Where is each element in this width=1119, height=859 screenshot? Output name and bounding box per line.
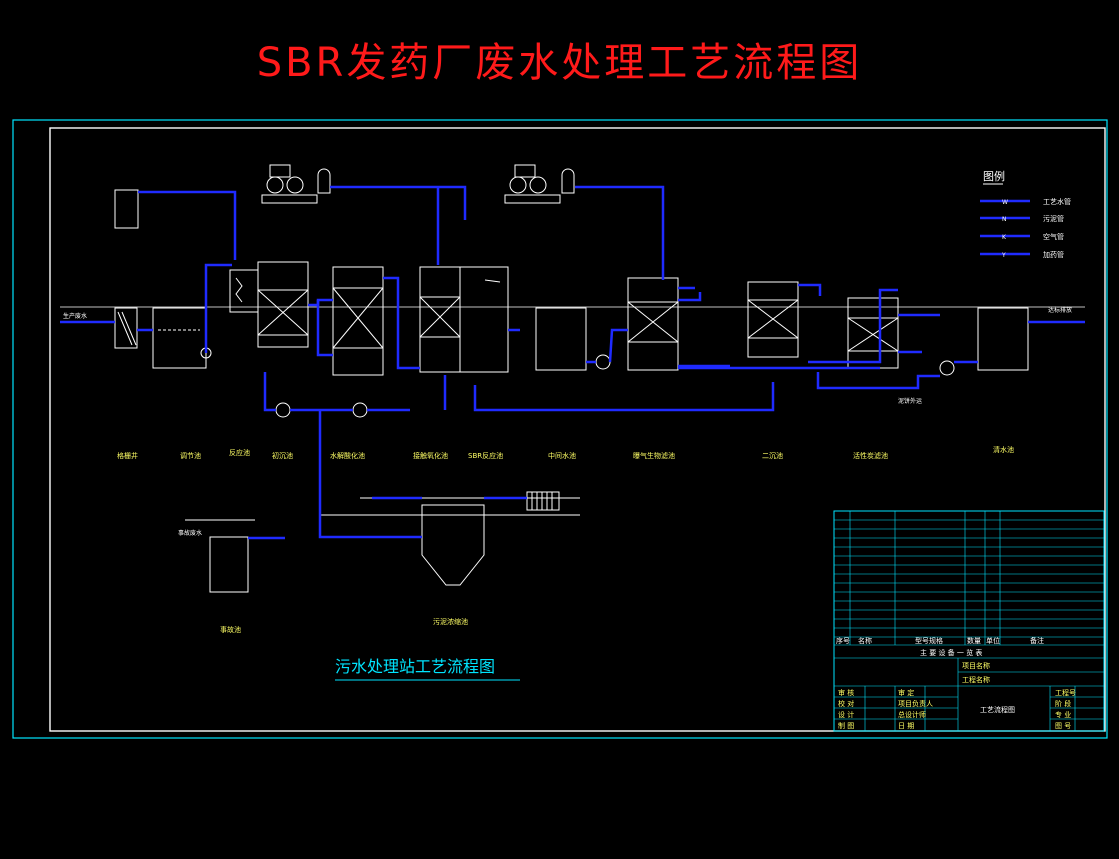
tank-clear-water — [977, 307, 1029, 371]
tank-contact-oxidation — [419, 266, 461, 373]
col-unit: 单位 — [986, 636, 1000, 645]
label-emergency: 事故池 — [220, 625, 241, 634]
svg-text:Y: Y — [1001, 252, 1006, 259]
role-project-lead: 项目负责人 — [898, 699, 933, 708]
col-name: 名称 — [858, 636, 872, 645]
page-title: SBR发药厂废水处理工艺流程图 — [256, 40, 863, 86]
field-stage: 阶 段 — [1055, 699, 1071, 708]
legend-label-air: 空气管 — [1043, 232, 1064, 241]
subtitle: 污水处理站工艺流程图 — [335, 657, 495, 676]
tank-primary-clarifier — [257, 261, 309, 348]
label-intermediate: 中间水池 — [548, 451, 576, 460]
label-sbr: SBR反应池 — [468, 451, 503, 460]
label-primary-clarifier: 初沉池 — [272, 451, 293, 460]
dosing-tank — [114, 189, 139, 229]
project-name: 项目名称 — [962, 661, 990, 670]
title-block: 序号 名称 型号规格 数量 单位 备注 主 要 设 备 一 览 表 项目名称 工… — [833, 510, 1105, 732]
tank-hydrolysis — [332, 266, 384, 376]
pipe-labels: 生产废水 事故废水 达标排放 泥饼外运 — [63, 306, 1072, 537]
tank-emergency — [209, 536, 249, 593]
drawing-name: 工艺流程图 — [980, 705, 1015, 714]
tank-baf — [627, 277, 679, 371]
unit-labels: 格栅井 调节池 反应池 初沉池 水解酸化池 接触氧化池 SBR反应池 中间水池 … — [117, 445, 1014, 634]
field-project-no: 工程号 — [1055, 688, 1076, 697]
pipelines — [60, 185, 1085, 540]
svg-text:N: N — [1002, 216, 1007, 223]
field-discipline: 专 业 — [1055, 710, 1071, 719]
label-hydrolysis: 水解酸化池 — [330, 451, 365, 460]
legend-label-dosing: 加药管 — [1043, 250, 1064, 259]
blowers — [261, 164, 575, 204]
legend: 图例 W 工艺水管 N 污泥管 K 空气管 Y 加药管 — [980, 169, 1071, 259]
role-approve: 审 定 — [898, 688, 914, 697]
label-carbon-filter: 活性炭滤池 — [853, 451, 888, 460]
outlet-label: 达标排放 — [1048, 306, 1072, 314]
legend-label-sludge: 污泥管 — [1043, 214, 1064, 223]
sludge-out-label: 泥饼外运 — [898, 397, 922, 405]
emergency-inlet-label: 事故废水 — [178, 529, 202, 537]
svg-text:K: K — [1002, 234, 1007, 241]
svg-text:W: W — [1002, 199, 1008, 206]
tank-sludge-thickener — [421, 504, 485, 586]
legend-heading: 图例 — [983, 169, 1005, 183]
legend-label-water: 工艺水管 — [1043, 197, 1071, 206]
col-remark: 备注 — [1030, 636, 1044, 645]
inner-frame — [49, 127, 1106, 732]
role-design: 设 计 — [838, 710, 854, 719]
tank-sbr — [459, 266, 509, 373]
tank-carbon-filter — [847, 297, 899, 369]
table-caption: 主 要 设 备 一 览 表 — [920, 648, 982, 657]
sub-project-name: 工程名称 — [962, 675, 990, 684]
col-seq: 序号 — [836, 636, 850, 645]
role-date: 日 期 — [898, 722, 914, 730]
tank-intermediate — [535, 307, 587, 371]
role-review: 审 核 — [838, 688, 854, 697]
role-chief-designer: 总设计师 — [898, 710, 926, 719]
tank-reaction — [229, 269, 259, 313]
role-draw: 制 图 — [838, 721, 854, 730]
label-screen-well: 格栅井 — [117, 451, 138, 460]
role-check: 校 对 — [838, 699, 854, 708]
label-equalization: 调节池 — [180, 451, 201, 460]
filter-press — [526, 491, 560, 511]
label-secondary-clarifier: 二沉池 — [762, 451, 783, 460]
tanks — [114, 189, 1029, 593]
label-baf: 曝气生物滤池 — [633, 451, 675, 460]
label-sludge-thickener: 污泥浓缩池 — [433, 617, 468, 626]
label-contact-oxidation: 接触氧化池 — [413, 451, 448, 460]
col-qty: 数量 — [967, 636, 981, 645]
inlet-label: 生产废水 — [63, 312, 87, 320]
tank-screen-well — [114, 307, 138, 349]
field-drawing-no: 图 号 — [1055, 722, 1071, 730]
outer-frame — [12, 119, 1108, 739]
label-reaction: 反应池 — [229, 448, 250, 457]
col-spec: 型号规格 — [915, 636, 943, 645]
pumps — [200, 347, 955, 418]
tank-equalization — [152, 307, 207, 369]
label-clear-water: 清水池 — [993, 445, 1014, 454]
